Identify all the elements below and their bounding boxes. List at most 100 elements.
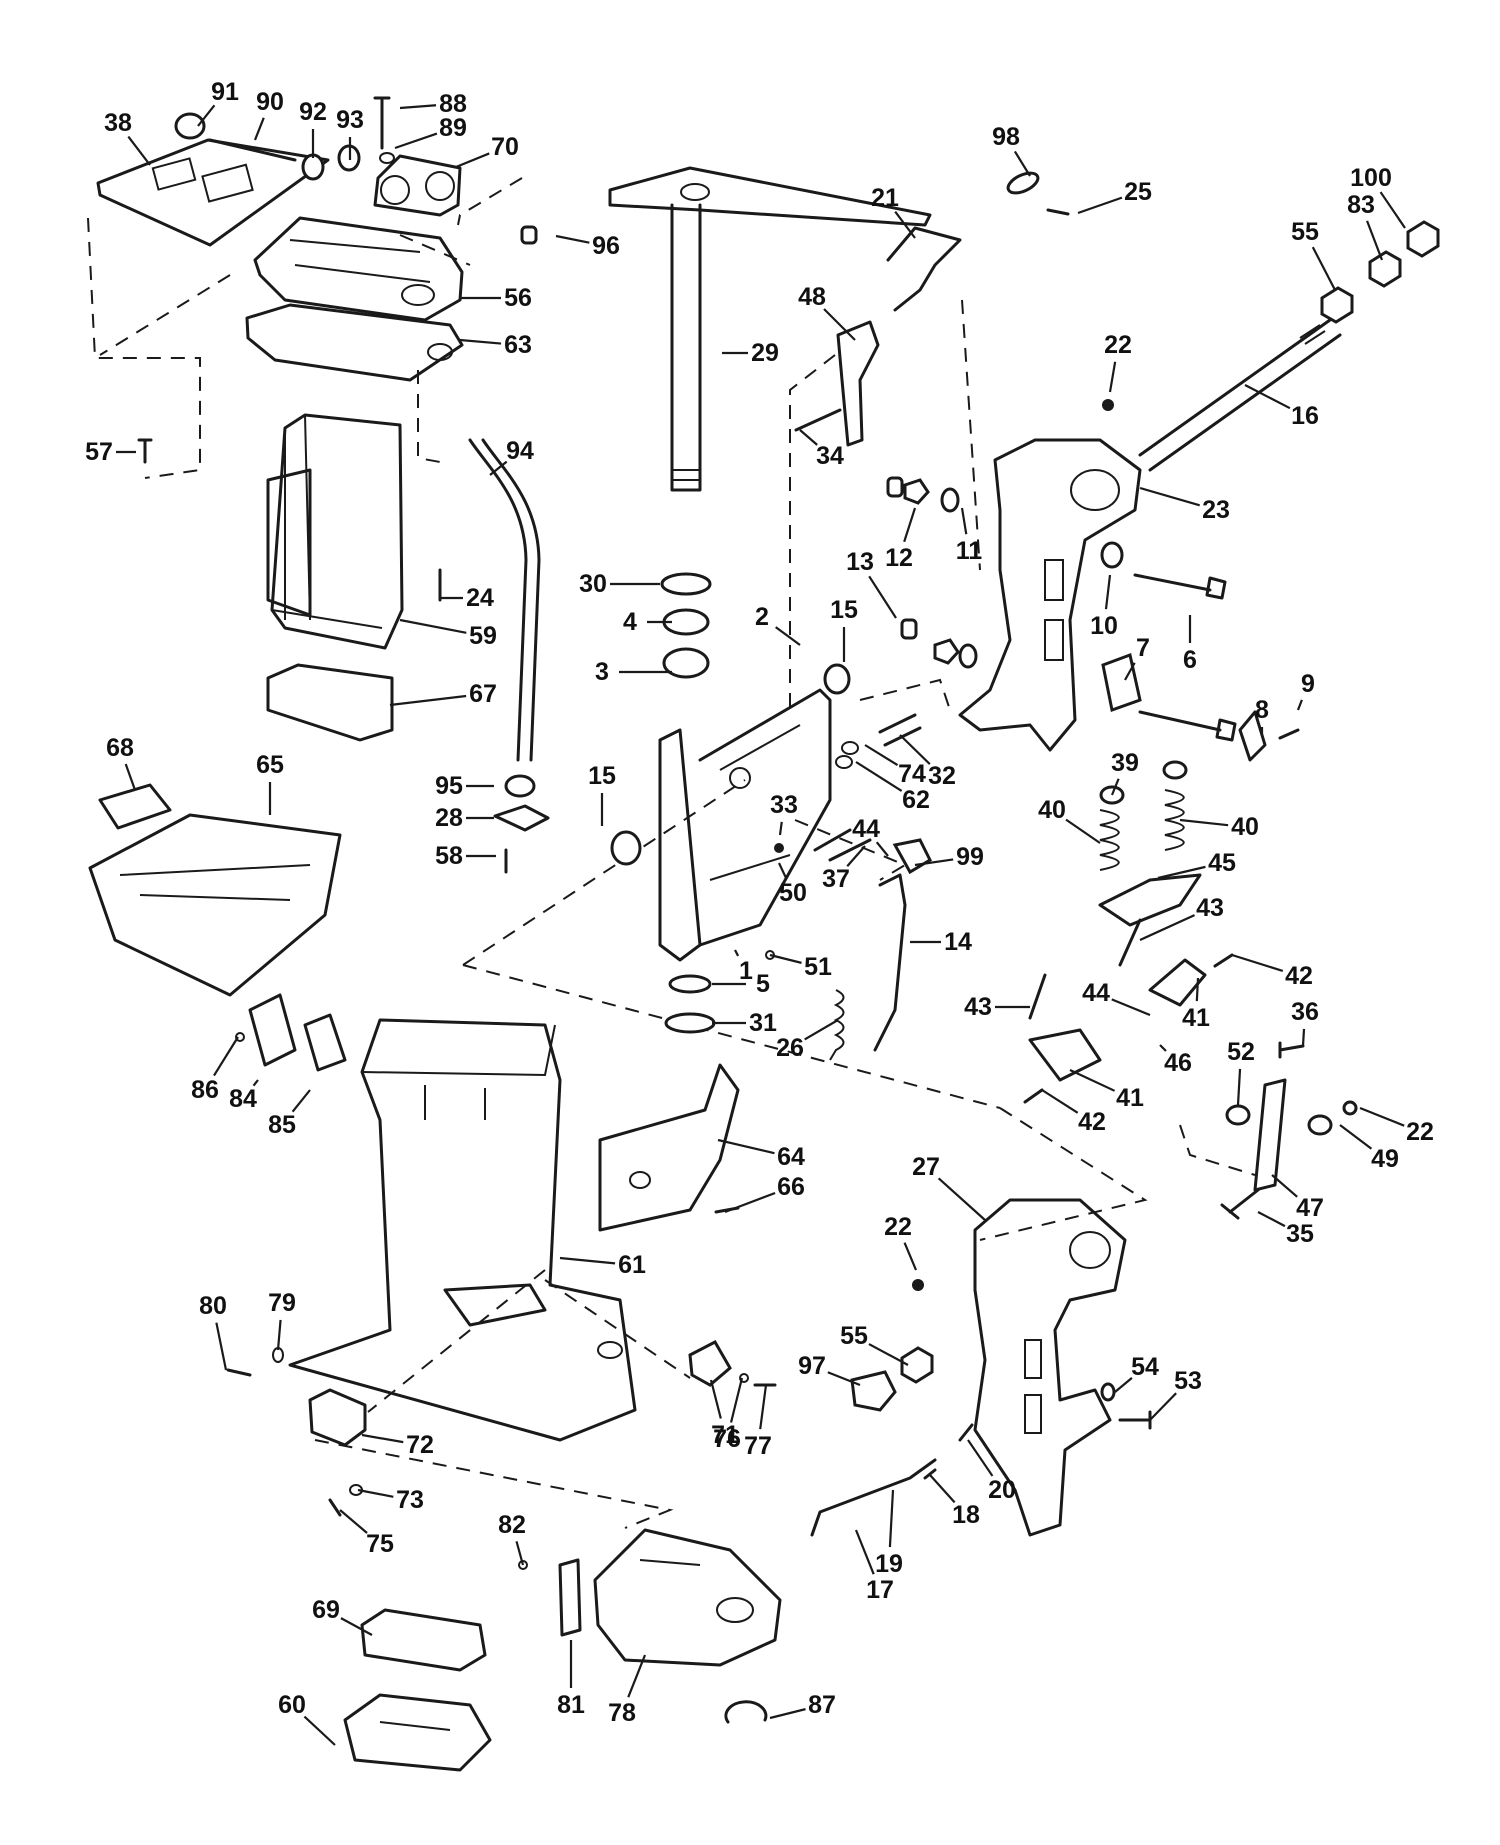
callout-leader-c18 (929, 1474, 956, 1504)
callout-c25: 25 (1124, 178, 1152, 206)
callout-c71: 71 (711, 1421, 739, 1449)
callout-c96: 96 (592, 232, 620, 260)
callout-c79: 79 (268, 1289, 296, 1317)
callout-leader-c54 (1114, 1377, 1133, 1393)
callout-c61: 61 (618, 1251, 646, 1279)
part-61-exhaust-housing (288, 1018, 637, 1442)
callout-leader-c35 (1257, 1211, 1286, 1228)
callout-c55: 55 (1291, 218, 1319, 246)
callout-c93: 93 (336, 106, 364, 134)
callout-leader-c42b (1041, 1089, 1079, 1114)
callout-leader-c32 (899, 734, 931, 765)
callout-leader-c22b (1359, 1106, 1405, 1127)
callout-leader-c44b (1111, 998, 1151, 1017)
part-16-tilt-shaft (1138, 318, 1342, 472)
callout-c80: 80 (199, 1292, 227, 1320)
callout-leader-c55b (868, 1343, 909, 1366)
part-63-gasket (245, 303, 464, 382)
callout-c19: 19 (875, 1550, 903, 1578)
callout-c77: 77 (744, 1432, 772, 1460)
callout-c13: 13 (846, 548, 874, 576)
callout-c66: 66 (777, 1173, 805, 1201)
callout-leader-c79 (276, 1319, 282, 1351)
callout-c20: 20 (988, 1476, 1016, 1504)
part-69-seal (360, 1608, 487, 1672)
callout-c22b: 22 (1406, 1118, 1434, 1146)
callout-c85: 85 (268, 1111, 296, 1139)
callout-leader-c83 (1366, 220, 1384, 261)
callout-c42: 42 (1285, 962, 1313, 990)
callout-leader-c72 (361, 1433, 404, 1444)
callout-leader-c90 (253, 117, 265, 141)
callout-c41b: 41 (1116, 1084, 1144, 1112)
parts (88, 96, 1440, 1772)
callout-c43: 43 (1196, 894, 1224, 922)
callout-leader-c26 (804, 1019, 839, 1041)
callout-leader-c100 (1379, 191, 1406, 229)
callout-leader-c36 (1301, 1028, 1306, 1047)
callout-leader-c44 (875, 841, 889, 857)
callout-c65: 65 (256, 751, 284, 779)
callout-leader-c59 (399, 618, 467, 634)
callout-c92: 92 (299, 98, 327, 126)
callout-leader-c66 (724, 1191, 776, 1214)
callout-c98: 98 (992, 123, 1020, 151)
callout-c50: 50 (779, 879, 807, 907)
callout-c82: 82 (498, 1511, 526, 1539)
callout-c24: 24 (466, 584, 494, 612)
callout-leader-c63 (459, 338, 502, 345)
callout-leader-c94 (489, 460, 508, 476)
callout-leader-c38 (127, 135, 151, 166)
callout-c40b: 40 (1231, 813, 1259, 841)
callout-leader-c60 (303, 1715, 336, 1746)
callout-leader-c98 (1013, 150, 1031, 177)
callout-c33: 33 (770, 791, 798, 819)
callout-c42b: 42 (1078, 1108, 1106, 1136)
callout-c78: 78 (608, 1699, 636, 1727)
callout-c3: 3 (595, 658, 609, 686)
callout-c99: 99 (956, 843, 984, 871)
callout-leader-c45 (1157, 865, 1206, 880)
callout-c22c: 22 (884, 1213, 912, 1241)
callout-c39: 39 (1111, 749, 1139, 777)
callout-c72: 72 (406, 1431, 434, 1459)
callout-leader-c49 (1339, 1124, 1373, 1150)
callout-leader-c22c (903, 1242, 918, 1271)
callout-leader-c89 (394, 132, 438, 150)
part-29-steering-bracket (608, 166, 932, 227)
callout-leader-c27 (937, 1177, 986, 1221)
callout-leader-c76 (729, 1377, 744, 1423)
callout-c17: 17 (866, 1576, 894, 1604)
callout-leader-c43 (1139, 914, 1195, 942)
callout-leader-c9 (1296, 699, 1303, 711)
callout-c59: 59 (469, 622, 497, 650)
callout-c90: 90 (256, 88, 284, 116)
callout-leader-c2 (775, 626, 801, 646)
callout-c63: 63 (504, 331, 532, 359)
callout-c36: 36 (1291, 998, 1319, 1026)
callout-c56: 56 (504, 284, 532, 312)
part-1-swivel-bracket (658, 728, 702, 962)
callout-leader-c70 (455, 152, 490, 169)
callout-c2: 2 (755, 603, 769, 631)
part-23-clamp-bracket (958, 438, 1142, 752)
callout-c32: 32 (928, 762, 956, 790)
callout-c31: 31 (749, 1009, 777, 1037)
callout-leader-c25 (1077, 196, 1123, 215)
callout-c10: 10 (1090, 612, 1118, 640)
part-70-mount (373, 154, 462, 217)
callout-c29: 29 (751, 339, 779, 367)
callout-leader-c21 (894, 210, 916, 239)
callout-leader-c33 (778, 821, 783, 836)
part-67-gasket (266, 663, 394, 742)
callout-c8: 8 (1255, 696, 1269, 724)
callout-c5: 5 (756, 970, 770, 998)
part-72-block (308, 1388, 367, 1447)
callout-c14: 14 (944, 928, 972, 956)
callout-c7: 7 (1136, 634, 1150, 662)
callout-leader-c42 (1231, 953, 1284, 972)
callout-c84: 84 (229, 1085, 257, 1113)
callout-c21: 21 (871, 184, 899, 212)
callout-c35: 35 (1286, 1220, 1314, 1248)
